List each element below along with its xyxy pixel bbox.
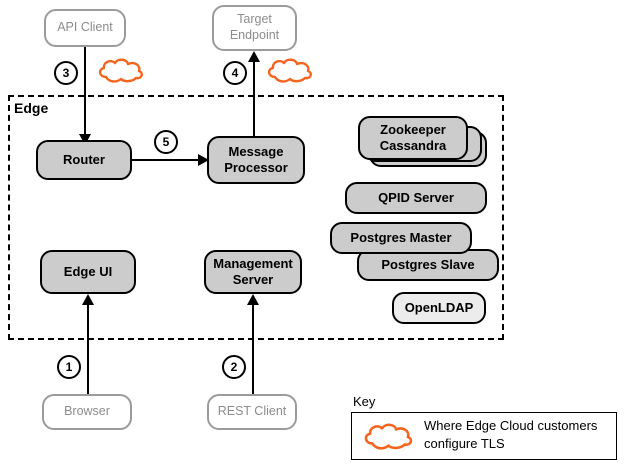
connector-message-processor-to-target xyxy=(253,58,255,136)
connector-router-to-message-processor xyxy=(132,159,200,161)
cloud-icon xyxy=(364,423,413,450)
node-management-server-label-line2: Server xyxy=(232,272,274,287)
node-rest-client[interactable]: REST Client xyxy=(207,394,297,430)
key-entry-text-line2: configure TLS xyxy=(424,435,505,451)
step-badge-3-number: 3 xyxy=(62,66,70,80)
node-rest-client-label: REST Client xyxy=(217,404,287,419)
node-api-client-label: API Client xyxy=(57,20,113,35)
cloud-icon xyxy=(267,58,313,83)
step-badge-2: 2 xyxy=(222,355,246,379)
connector-browser-to-edge-ui xyxy=(87,303,89,398)
arrowhead-api-client-to-router xyxy=(79,134,91,145)
step-badge-1-number: 1 xyxy=(65,360,73,374)
key-entry-text: Where Edge Cloud customers configure TLS xyxy=(424,417,614,452)
node-browser[interactable]: Browser xyxy=(42,394,132,430)
node-browser-label: Browser xyxy=(64,404,110,419)
tls-cloud-icon-3 xyxy=(96,58,146,89)
node-target-endpoint-label-line2: Endpoint xyxy=(229,28,280,42)
node-edge-ui[interactable]: Edge UI xyxy=(40,250,136,294)
key-box xyxy=(351,412,617,460)
tls-cloud-icon-4 xyxy=(265,58,315,89)
node-message-processor-label-line2: Processor xyxy=(224,160,288,175)
step-badge-5-number: 5 xyxy=(162,135,170,149)
connector-api-client-to-router xyxy=(84,47,86,140)
node-qpid-server[interactable]: QPID Server xyxy=(345,182,487,214)
edge-region-boundary xyxy=(8,95,504,340)
node-message-processor[interactable]: Message Processor xyxy=(207,136,305,184)
node-zookeeper-cassandra[interactable]: Zookeeper Cassandra xyxy=(358,116,468,160)
node-postgres-slave-label: Postgres Slave xyxy=(381,256,475,272)
node-zookeeper-label: Zookeeper xyxy=(380,121,446,137)
node-message-processor-label-line1: Message xyxy=(228,143,284,159)
arrowhead-rest-client-to-management-server xyxy=(247,294,259,305)
arrowhead-message-processor-to-target xyxy=(248,51,260,62)
node-router[interactable]: Router xyxy=(36,140,132,180)
node-target-endpoint[interactable]: Target Endpoint xyxy=(212,5,297,51)
node-openldap-label: OpenLDAP xyxy=(404,299,474,315)
key-title: Key xyxy=(353,394,376,409)
edge-region-label: Edge xyxy=(14,100,49,116)
step-badge-5: 5 xyxy=(154,130,178,154)
node-management-server-label-line1: Management xyxy=(213,255,293,271)
node-qpid-server-label: QPID Server xyxy=(378,189,454,205)
node-api-client[interactable]: API Client xyxy=(44,9,126,47)
node-router-label: Router xyxy=(63,151,105,167)
node-postgres-master[interactable]: Postgres Master xyxy=(330,222,472,254)
step-badge-4: 4 xyxy=(223,61,247,85)
node-target-endpoint-label-line1: Target xyxy=(237,12,272,27)
arrowhead-router-to-message-processor xyxy=(198,154,209,166)
step-badge-2-number: 2 xyxy=(230,360,238,374)
node-openldap[interactable]: OpenLDAP xyxy=(392,292,486,324)
key-entry-text-line1: Where Edge Cloud customers xyxy=(424,418,598,433)
step-badge-3: 3 xyxy=(54,61,78,85)
key-cloud-icon xyxy=(361,423,416,456)
arrowhead-browser-to-edge-ui xyxy=(82,294,94,305)
step-badge-1: 1 xyxy=(57,355,81,379)
step-badge-4-number: 4 xyxy=(231,66,239,80)
cloud-icon xyxy=(98,58,144,83)
node-postgres-master-label: Postgres Master xyxy=(350,229,452,245)
node-edge-ui-label: Edge UI xyxy=(63,263,113,279)
node-management-server[interactable]: Management Server xyxy=(204,250,302,294)
connector-rest-client-to-management-server xyxy=(252,303,254,398)
node-cassandra-label: Cassandra xyxy=(379,138,447,153)
